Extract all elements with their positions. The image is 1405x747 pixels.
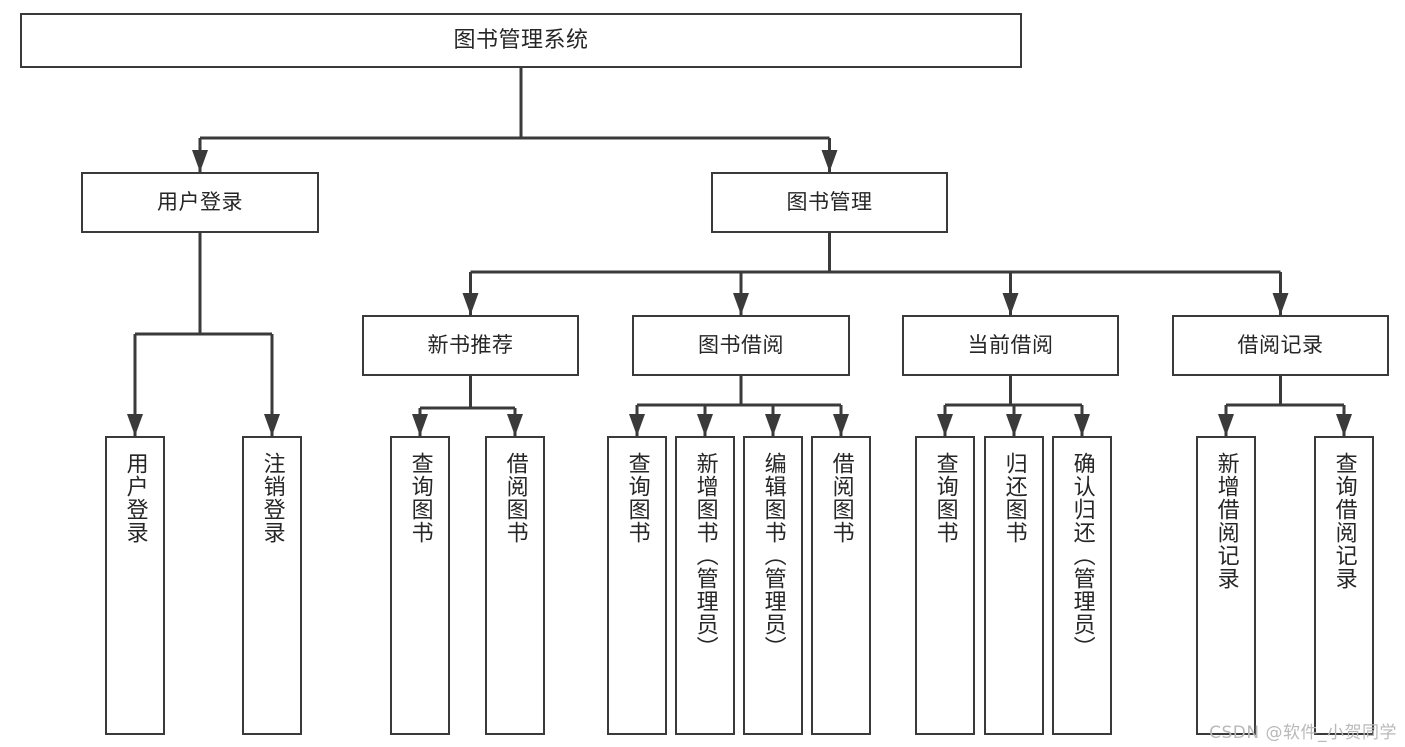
node-label: 新增图书（管理员） bbox=[692, 452, 718, 659]
node-leaf-query-book-rec[interactable]: 查询图书 bbox=[390, 436, 450, 735]
node-user-login[interactable]: 用户登录 bbox=[81, 172, 319, 233]
node-leaf-return-book[interactable]: 归还图书 bbox=[984, 436, 1044, 735]
node-label: 注销登录 bbox=[259, 452, 285, 544]
node-label: 归还图书 bbox=[1001, 452, 1027, 544]
node-label: 用户登录 bbox=[157, 190, 243, 215]
node-current-borrow[interactable]: 当前借阅 bbox=[902, 315, 1119, 376]
node-label: 借阅记录 bbox=[1237, 333, 1324, 358]
node-leaf-user-login[interactable]: 用户登录 bbox=[105, 436, 165, 735]
node-label: 图书借阅 bbox=[698, 333, 784, 358]
node-new-book-rec[interactable]: 新书推荐 bbox=[362, 315, 579, 376]
node-leaf-logout[interactable]: 注销登录 bbox=[242, 436, 302, 735]
node-leaf-borrow-book-rec[interactable]: 借阅图书 bbox=[485, 436, 545, 735]
node-label: 确认归还（管理员） bbox=[1069, 452, 1095, 659]
node-label: 新增借阅记录 bbox=[1213, 452, 1239, 590]
node-root[interactable]: 图书管理系统 bbox=[20, 13, 1022, 68]
watermark: CSDN @软件_小贺同学 bbox=[1209, 723, 1397, 743]
node-leaf-add-book[interactable]: 新增图书（管理员） bbox=[675, 436, 735, 735]
node-book-manage[interactable]: 图书管理 bbox=[711, 172, 948, 233]
node-label: 借阅图书 bbox=[828, 452, 854, 544]
node-label: 新书推荐 bbox=[427, 333, 514, 358]
node-label: 图书管理系统 bbox=[453, 27, 589, 53]
node-leaf-confirm-return[interactable]: 确认归还（管理员） bbox=[1052, 436, 1112, 735]
node-book-borrow[interactable]: 图书借阅 bbox=[632, 315, 850, 376]
node-label: 查询借阅记录 bbox=[1331, 452, 1357, 590]
node-leaf-edit-book[interactable]: 编辑图书（管理员） bbox=[743, 436, 803, 735]
node-leaf-query-book[interactable]: 查询图书 bbox=[607, 436, 667, 735]
node-label: 编辑图书（管理员） bbox=[760, 452, 786, 659]
node-leaf-borrow-book[interactable]: 借阅图书 bbox=[811, 436, 871, 735]
node-label: 借阅图书 bbox=[502, 452, 528, 544]
node-leaf-query-book-cur[interactable]: 查询图书 bbox=[915, 436, 975, 735]
node-label: 用户登录 bbox=[122, 452, 148, 544]
node-label: 查询图书 bbox=[932, 452, 958, 544]
node-label: 查询图书 bbox=[407, 452, 433, 544]
node-label: 图书管理 bbox=[786, 190, 873, 215]
node-label: 当前借阅 bbox=[967, 333, 1054, 358]
node-label: 查询图书 bbox=[624, 452, 650, 544]
node-leaf-add-record[interactable]: 新增借阅记录 bbox=[1196, 436, 1256, 735]
node-leaf-query-record[interactable]: 查询借阅记录 bbox=[1314, 436, 1374, 735]
node-borrow-record[interactable]: 借阅记录 bbox=[1172, 315, 1389, 376]
